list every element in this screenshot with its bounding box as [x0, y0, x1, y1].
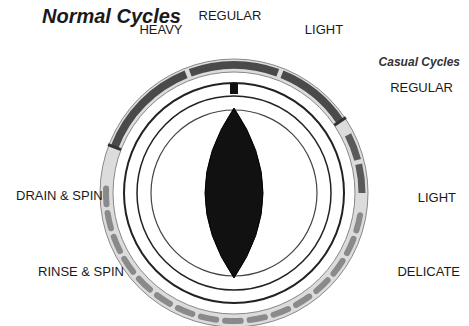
knob-grip	[205, 108, 263, 278]
other-cycle-dash	[114, 237, 120, 251]
cycle-label: REGULAR	[199, 8, 262, 23]
cycle-arcs	[106, 65, 362, 321]
other-cycle-dash	[124, 259, 133, 272]
other-cycle-dash	[316, 280, 327, 291]
other-cycle-dash	[274, 309, 289, 315]
pointer-mark	[230, 83, 238, 94]
other-cycle-dash	[333, 261, 342, 274]
normal-cycle-arc	[190, 65, 278, 73]
cycle-label: LIGHT	[305, 22, 343, 37]
other-cycle-dash	[139, 279, 150, 290]
cycle-label: LIGHT	[418, 190, 456, 205]
other-cycle-dash	[347, 239, 353, 253]
casual-cycle-arc	[359, 164, 362, 193]
knob-bezel	[124, 83, 344, 303]
other-cycle-dash	[250, 317, 265, 320]
other-cycle-dash	[296, 297, 309, 305]
other-cycle-dash	[225, 318, 241, 324]
arc-end-tab	[334, 118, 346, 126]
other-cycle-dash	[178, 308, 192, 314]
cycle-label: REGULAR	[390, 80, 453, 95]
cycle-label: HEAVY	[139, 22, 182, 37]
other-cycle-dash	[108, 213, 111, 228]
outer-ring	[100, 59, 368, 326]
cycle-label: DELICATE	[397, 264, 460, 279]
other-cycle-dash	[157, 295, 170, 304]
ring-inner-edge	[113, 72, 355, 314]
cycle-label: RINSE & SPIN	[38, 264, 124, 279]
knob-face	[137, 96, 331, 290]
cycle-label: DRAIN & SPIN	[16, 188, 103, 203]
arc-end-tab	[108, 145, 121, 150]
casual-cycle-arc	[348, 135, 358, 160]
other-cycle-dash	[356, 215, 360, 230]
other-cycle-dash	[201, 317, 216, 320]
group-heading: Casual Cycles	[379, 55, 460, 69]
other-cycle-dash	[103, 189, 109, 205]
